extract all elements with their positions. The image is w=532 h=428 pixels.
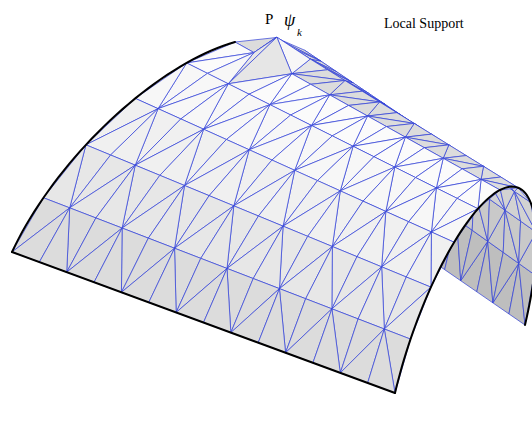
mesh-triangle: [39, 208, 69, 272]
mesh-triangle: [519, 263, 532, 325]
mesh-triangle: [148, 186, 184, 249]
mesh-triangle: [201, 206, 234, 269]
surface-outline: [12, 42, 235, 252]
mesh-triangles: [12, 37, 532, 393]
mesh-triangle: [253, 226, 283, 288]
caption-label: Local Support: [384, 17, 464, 31]
mesh-triangle: [306, 247, 333, 309]
surface-outline: [395, 187, 532, 393]
mesh-triangle: [358, 267, 384, 329]
math-label: P: [265, 12, 273, 27]
mesh-triangle: [384, 287, 431, 339]
mesh-triangle: [94, 228, 122, 292]
math-label: k: [297, 27, 302, 38]
surface-outline: [12, 252, 395, 393]
math-label: ψ: [284, 11, 295, 29]
mesh-triangle: [149, 248, 176, 312]
